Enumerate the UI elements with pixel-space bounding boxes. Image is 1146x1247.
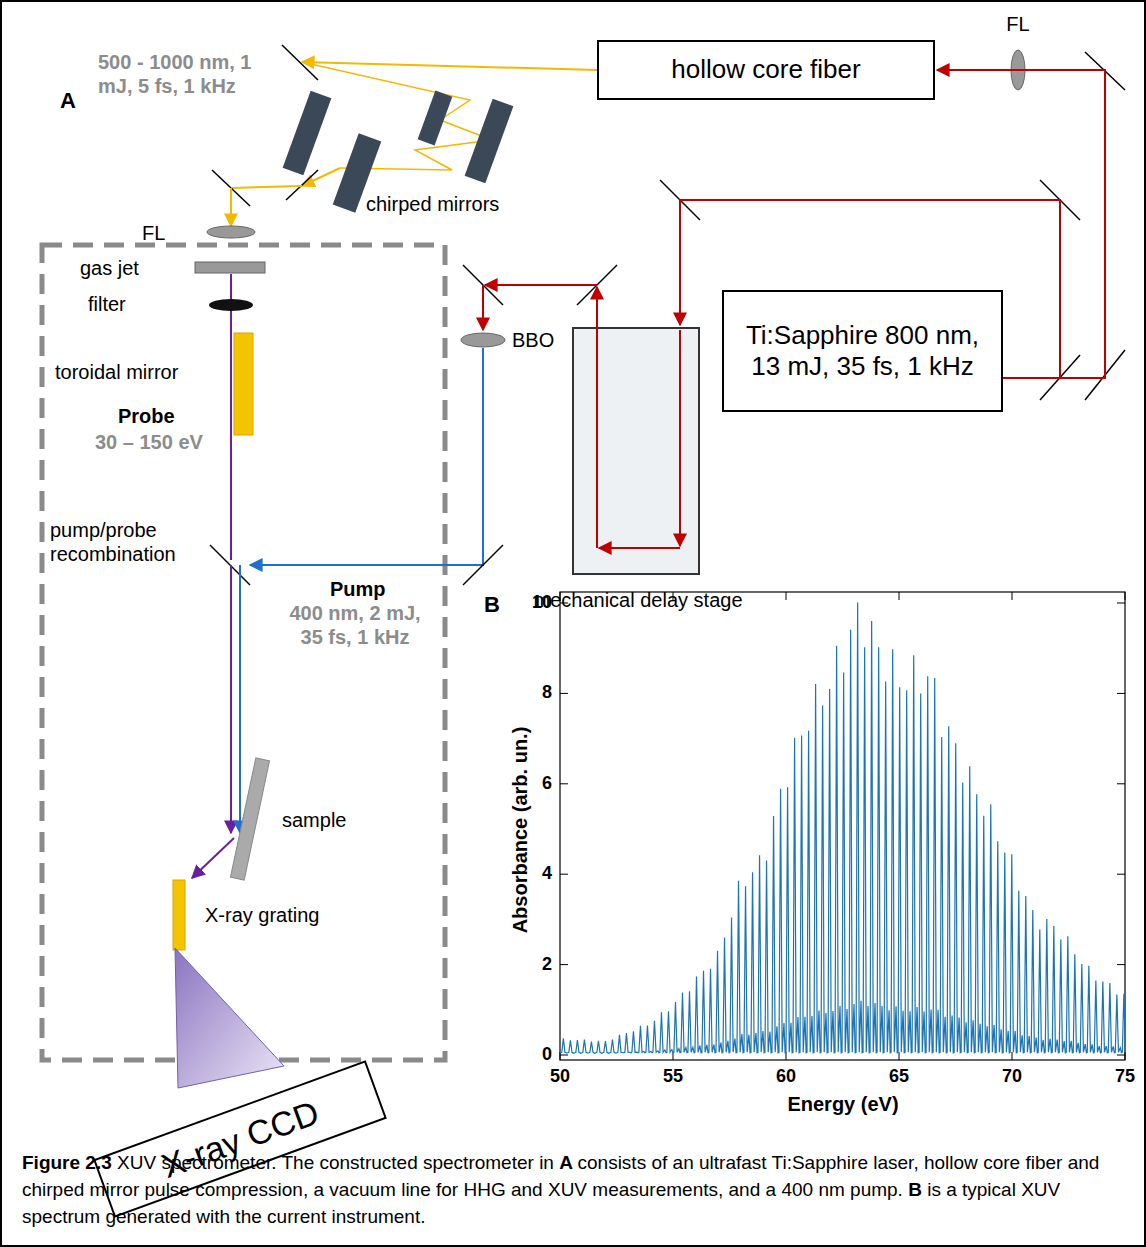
beam-spec: 30 – 150 eV [95,430,203,454]
delay-stage: mechanical delay stage [572,327,700,575]
beam-spec: 400 nm, 2 mJ, 35 fs, 1 kHz [280,601,430,649]
lens-label: FL [142,221,165,245]
beam-name: Pump [330,577,386,601]
laser-box: Ti:Sapphire 800 nm, 13 mJ, 35 fs, 1 kHz [722,290,1003,412]
fiber-box: hollow core fiber [597,40,935,100]
panel-letter: B [484,592,500,618]
tick-label: 6 [512,773,552,795]
lens-label: FL [998,12,1038,36]
box-label: hollow core fiber [671,54,860,85]
axis-title: Absorbance (arb. un.) [508,690,532,970]
part-label: sample [282,808,346,832]
part-label: X-ray grating [205,903,320,927]
tick-label: 50 [535,1066,585,1088]
beam-name: Probe [118,404,175,428]
tick-label: 4 [512,863,552,885]
tick-label: 75 [1100,1066,1146,1088]
part-label: filter [88,292,126,316]
tick-label: 55 [648,1066,698,1088]
tick-label: 10 [512,592,552,614]
tick-label: 0 [512,1044,552,1066]
part-label: pump/probe recombination [50,518,195,566]
tick-label: 8 [512,682,552,704]
tick-label: 70 [987,1066,1037,1088]
panel-letter: A [60,88,76,114]
axis-title: Energy (eV) [743,1092,943,1116]
part-label: gas jet [80,256,139,280]
mirror-label: chirped mirrors [366,192,499,216]
part-label: toroidal mirror [55,360,178,384]
tick-label: 60 [761,1066,811,1088]
figure-caption: Figure 2.3 XUV spectrometer. The constru… [22,1150,1126,1231]
tick-label: 2 [512,954,552,976]
beam-spec: 500 - 1000 nm, 1 mJ, 5 fs, 1 kHz [98,50,290,98]
crystal-label: BBO [512,328,554,352]
box-label: Ti:Sapphire 800 nm, 13 mJ, 35 fs, 1 kHz [738,320,987,382]
tick-label: 65 [874,1066,924,1088]
